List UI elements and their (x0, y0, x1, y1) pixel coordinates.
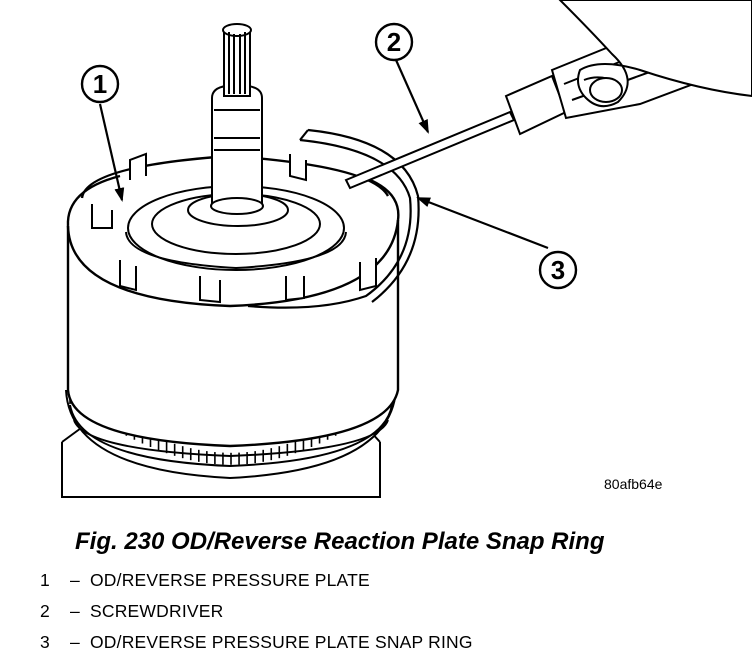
legend-item: 3–OD/REVERSE PRESSURE PLATE SNAP RING (40, 627, 473, 658)
callout-1: 1 (80, 64, 120, 104)
leader-1 (98, 103, 125, 202)
legend: 1–OD/REVERSE PRESSURE PLATE 2–SCREWDRIVE… (40, 565, 473, 658)
svg-text:1: 1 (93, 69, 107, 99)
legend-separator: – (70, 570, 80, 590)
figure-illustration: 1 2 3 (61, 0, 752, 498)
legend-label: OD/REVERSE PRESSURE PLATE (90, 570, 370, 590)
legend-number: 3 (40, 632, 50, 652)
callout-2: 2 (374, 22, 414, 62)
leader-2 (394, 59, 430, 134)
legend-number: 2 (40, 601, 50, 621)
snap-ring (247, 128, 420, 309)
leader-3 (416, 196, 549, 250)
legend-number: 1 (40, 570, 50, 590)
legend-item: 1–OD/REVERSE PRESSURE PLATE (40, 565, 473, 596)
callout-leaders (98, 59, 549, 250)
drum-rim-notches (91, 152, 377, 304)
svg-text:3: 3 (551, 255, 565, 285)
callout-3: 3 (538, 250, 578, 290)
input-shaft (210, 23, 264, 215)
hand (558, 0, 752, 108)
legend-label: SCREWDRIVER (90, 601, 224, 621)
image-code: 80afb64e (604, 476, 663, 492)
figure-title: Fig. 230 OD/Reverse Reaction Plate Snap … (75, 528, 605, 555)
legend-label: OD/REVERSE PRESSURE PLATE SNAP RING (90, 632, 473, 652)
legend-item: 2–SCREWDRIVER (40, 596, 473, 627)
clutch-drum (66, 154, 400, 448)
svg-text:2: 2 (387, 27, 401, 57)
legend-separator: – (70, 601, 80, 621)
legend-separator: – (70, 632, 80, 652)
